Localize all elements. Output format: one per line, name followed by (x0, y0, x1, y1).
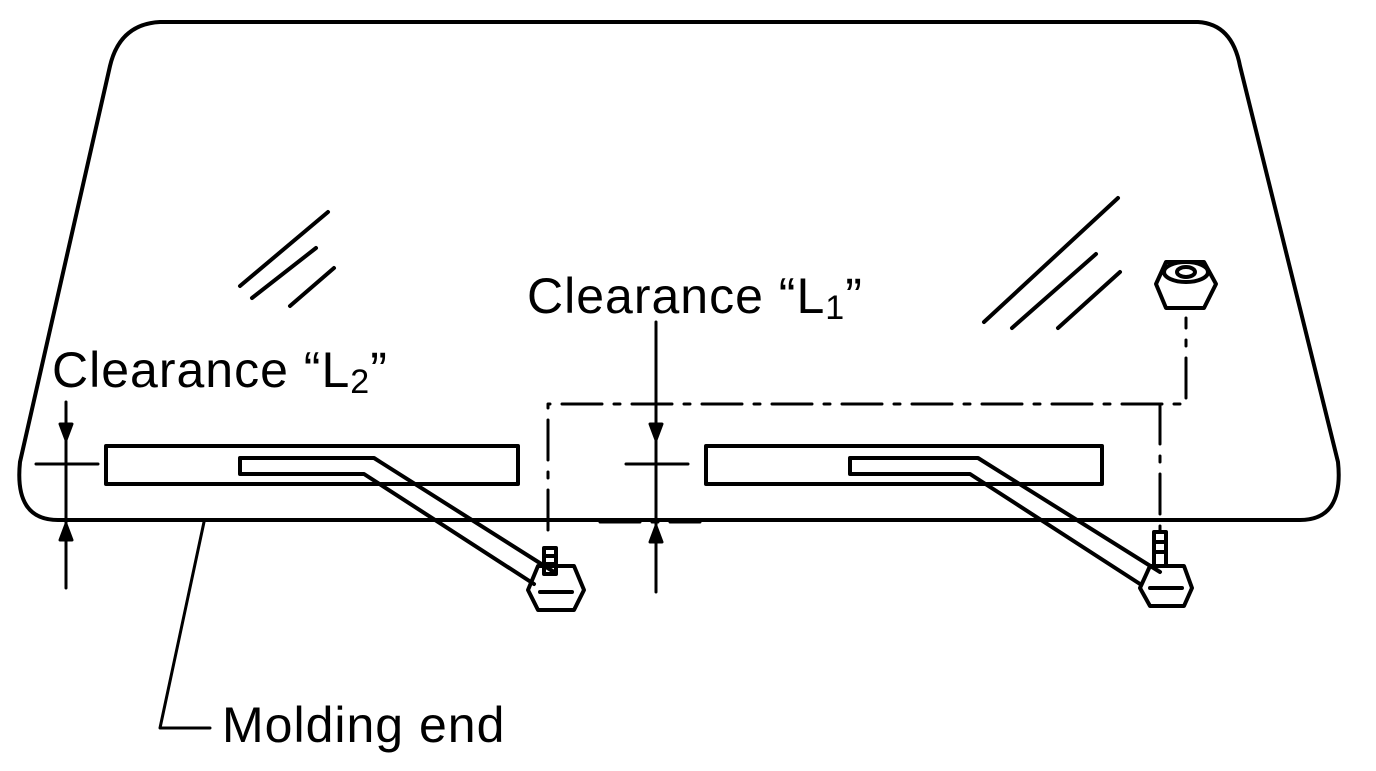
wiper-blade-right (706, 446, 1160, 584)
clearance-l2-label: Clearance “L2” (52, 342, 388, 401)
molding-end-leader (160, 522, 210, 728)
clearance-l2-subscript: 2 (350, 363, 371, 401)
clearance-l1-label: Clearance “L1” (527, 268, 863, 327)
alignment-dashed-lines (548, 318, 1186, 530)
clearance-l1-dimension (626, 322, 688, 592)
wiper-pivot-nut-right (1140, 532, 1192, 606)
glass-reflection-left (240, 212, 334, 306)
clearance-l2-dimension (36, 402, 98, 588)
molding-end-label: Molding end (222, 697, 506, 753)
wiper-pivot-nut-left (528, 548, 584, 610)
windshield-glass-outline (19, 22, 1338, 520)
clearance-l1-subscript: 1 (825, 289, 846, 327)
glass-reflection-right (984, 198, 1120, 328)
wiper-blade-left (106, 446, 554, 584)
mounting-nut-top (1156, 262, 1216, 308)
